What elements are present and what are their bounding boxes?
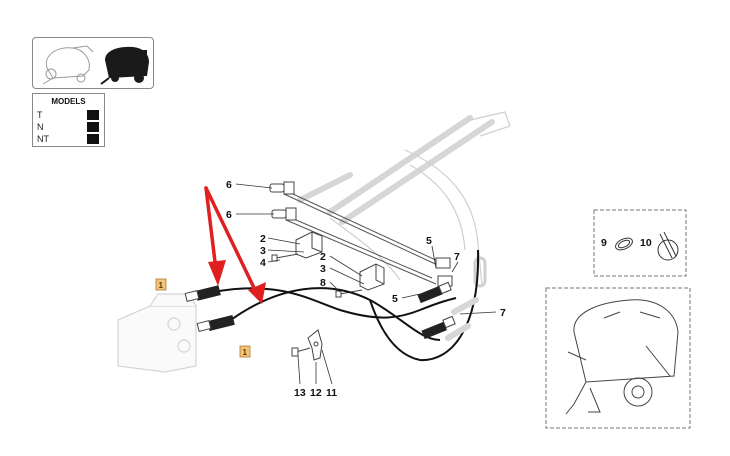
pipe-couplers: [269, 181, 453, 287]
model-label: NT: [37, 134, 49, 144]
callout-12: 12: [310, 387, 322, 399]
machine-thumbnails: [42, 45, 149, 85]
pipe-clamps: [295, 231, 385, 291]
callout-8: 8: [320, 277, 326, 289]
machine-thumbnails-panel: [32, 37, 154, 89]
cable-tie-small-icon: [615, 237, 633, 251]
callout-6-upper: 6: [226, 179, 232, 191]
model-marker: [87, 110, 99, 120]
ref-tag-bottom-label: 1: [243, 348, 248, 357]
detail-box-baler: [545, 287, 691, 429]
baler-outline-icon: [42, 45, 94, 85]
callout-5-upper: 5: [426, 235, 432, 247]
callout-11: 11: [326, 387, 337, 399]
ghost-pump-block: [117, 293, 197, 373]
cable-tie-large-icon: [657, 231, 679, 261]
model-label: T: [37, 110, 43, 120]
model-row-t: T: [37, 110, 101, 121]
detail-box-ties: 9 10: [593, 209, 687, 277]
ghost-frame: [329, 111, 511, 288]
callout-5-lower: 5: [392, 293, 398, 305]
callout-7-upper: 7: [454, 251, 460, 263]
hose-fittings-left: [184, 285, 235, 332]
model-marker: [87, 122, 99, 132]
red-indicator-arrows: [204, 186, 258, 294]
ref-tag-top-label: 1: [159, 281, 164, 290]
callout-2-right: 2: [320, 251, 326, 263]
model-marker: [87, 134, 99, 144]
callout-6-lower: 6: [226, 209, 232, 221]
models-legend: MODELS T N NT: [32, 93, 105, 147]
callout-2-left: 2: [260, 233, 266, 245]
ghost-cylinder-assembly: [297, 115, 495, 225]
baler-solid-icon: [100, 46, 149, 85]
callout-3-right: 3: [320, 263, 326, 275]
leader-lines: [235, 183, 497, 385]
models-title: MODELS: [51, 97, 86, 106]
ref-tag-bottom: 1: [239, 345, 251, 358]
callout-4: 4: [260, 257, 266, 269]
clamp-bolts: [271, 253, 363, 298]
rigid-pipes: [279, 187, 445, 285]
baler-sketch-icon: [565, 299, 679, 415]
callout-13: 13: [294, 387, 306, 399]
ref-tag-top: 1: [155, 278, 167, 291]
callout-9: 9: [601, 237, 607, 249]
callout-10: 10: [640, 237, 652, 249]
hose-fittings-right: [417, 281, 456, 340]
callout-3-left: 3: [260, 245, 266, 257]
model-row-n: N: [37, 122, 101, 133]
red-arrowheads: [208, 260, 266, 304]
model-label: N: [37, 122, 44, 132]
callout-7-lower: 7: [500, 307, 506, 319]
model-row-nt: NT: [37, 134, 101, 145]
ghost-fittings: [445, 297, 479, 341]
mounting-bracket: [291, 329, 323, 361]
